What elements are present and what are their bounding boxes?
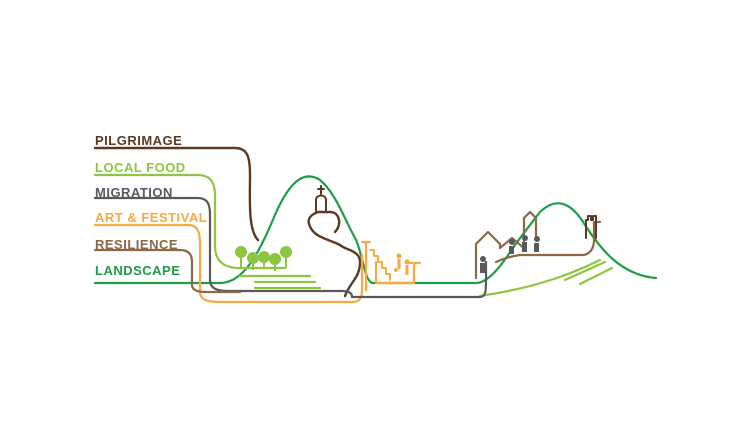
church-icon [315, 185, 327, 213]
festival-people-icon [394, 253, 410, 275]
localfood-line [93, 173, 614, 298]
migration-line [93, 196, 488, 299]
label-migration: MIGRATION [95, 185, 173, 200]
label-resilience: RESILIENCE [95, 237, 179, 252]
people-icon [480, 235, 540, 273]
label-pilgrimage: PILGRIMAGE [95, 133, 183, 148]
pilgrimage-line [93, 146, 362, 298]
label-local-food: LOCAL FOOD [95, 160, 186, 175]
resilience-line [93, 210, 602, 294]
stairs-icon [369, 249, 391, 281]
trees-icon [235, 246, 292, 271]
tower-icon [585, 215, 597, 239]
art-line [93, 223, 422, 304]
label-landscape: LANDSCAPE [95, 263, 181, 278]
label-art-festival: ART & FESTIVAL [95, 210, 208, 225]
landscape-line [93, 175, 658, 285]
